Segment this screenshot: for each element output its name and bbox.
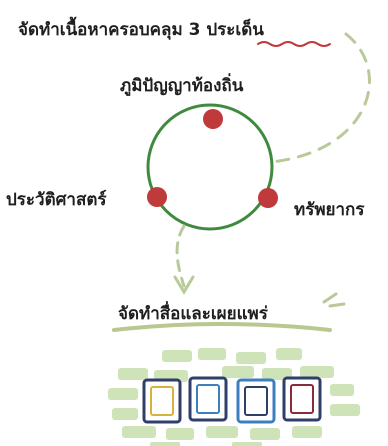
dashed-connector-down [175,224,186,288]
frame-1 [142,378,182,424]
title-highlight: ประเด็น [200,20,264,40]
topic-local-wisdom: ภูมิปัญญาท้องถิ่น [120,76,244,96]
dot-local-wisdom [203,109,223,129]
topic-resources: ทรัพยากร [294,200,365,220]
frame-4 [282,376,322,422]
bottom-title-underline [112,322,332,332]
title-number: 3 [188,20,201,40]
media-frames [142,376,322,424]
dashed-connector-top [270,32,371,164]
brick-background [108,348,360,446]
main-title: จัดทำเนื้อหาครอบคลุม 3 ประเด็น [18,16,264,43]
title-wavy-underline [257,41,331,47]
frame-3 [236,378,276,424]
dot-history [147,187,167,207]
topic-history: ประวัติศาสตร์ [6,190,107,210]
dot-resources [258,188,278,208]
frame-2 [188,376,228,422]
accent-mark [322,292,346,308]
arrow-head-icon [173,275,195,295]
media-publish-title: จัดทำสื่อและเผยแพร่ [118,304,268,324]
title-prefix: จัดทำเนื้อหาครอบคลุม [18,20,189,40]
topic-cycle-circle [146,103,274,231]
